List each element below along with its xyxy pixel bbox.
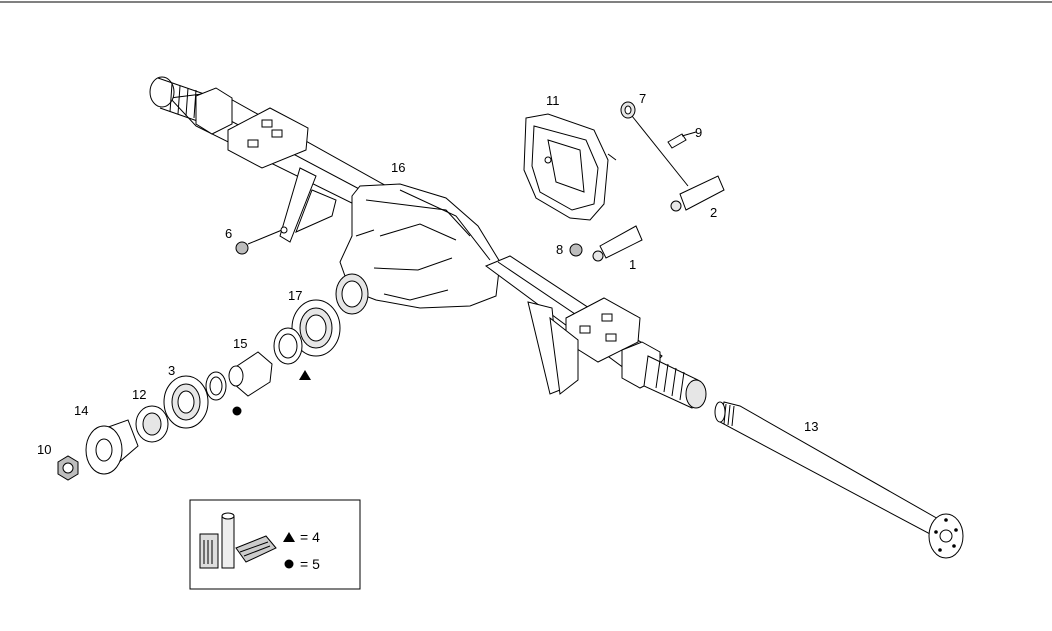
breather-7 [620,101,689,187]
washer [205,371,227,401]
callout-2: 2 [710,205,717,220]
seal-12 [135,405,169,443]
left-spring-seat [227,107,309,169]
flange-14 [85,419,139,475]
axle-housing [149,76,707,409]
shim-ring [273,327,303,365]
bearing-3 [163,375,209,429]
callout-16: 16 [391,160,405,175]
callout-1: 1 [629,257,636,272]
callout-8: 8 [556,242,563,257]
right-hub-end [621,341,707,409]
axle-shaft [714,401,964,559]
left-bracket [279,167,317,243]
sealant-tube-1 [592,225,643,262]
legend-circle-icon [284,559,294,569]
callout-6: 6 [225,226,232,241]
callout-9: 9 [695,125,702,140]
differential-cover [523,113,617,221]
circle-marker [232,406,242,416]
collapsible-spacer-15 [228,351,273,397]
callout-14: 14 [74,403,88,418]
legend-box: = 4 = 5 [189,499,361,590]
callout-10: 10 [37,442,51,457]
triangle-marker [299,370,311,380]
callout-3: 3 [168,363,175,378]
bearing-17 [291,299,341,357]
nut-10 [57,455,79,481]
legend-triangle-text: = 4 [300,529,320,545]
callout-7: 7 [639,91,646,106]
differential-center-housing [339,183,501,309]
callout-15: 15 [233,336,247,351]
legend-triangle-icon [283,532,295,542]
left-hub-end [149,76,233,135]
callout-12: 12 [132,387,146,402]
plug-8 [569,243,583,257]
sealant-tube-2 [670,175,725,212]
callout-13: 13 [804,419,818,434]
legend-circle-text: = 5 [300,556,320,572]
kit-icon [199,512,277,569]
callout-11: 11 [546,93,560,108]
screw-9 [667,131,697,149]
callout-17: 17 [288,288,302,303]
plug-6 [235,226,288,255]
